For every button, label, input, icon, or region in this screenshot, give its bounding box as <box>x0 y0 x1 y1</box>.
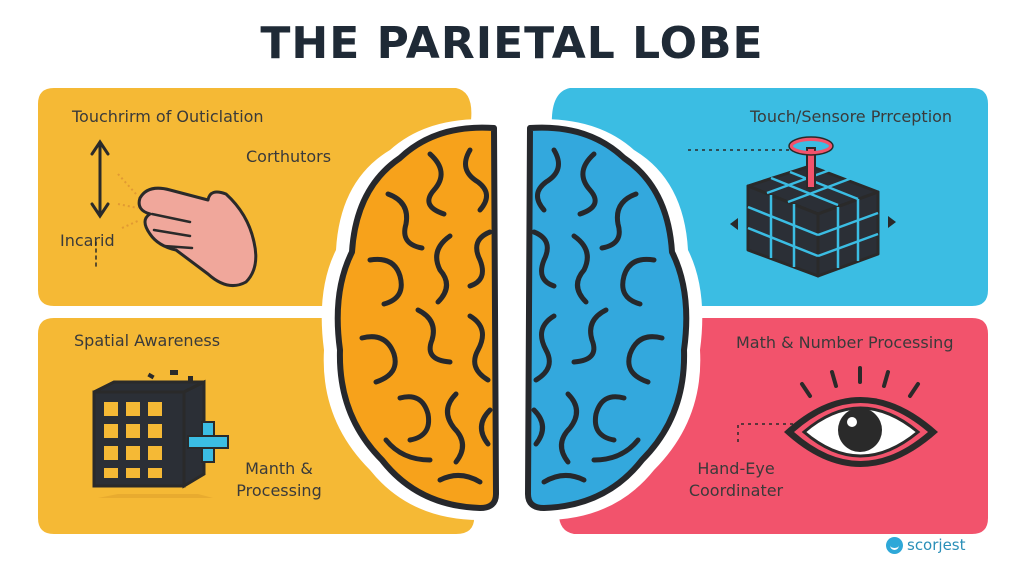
eye-icon <box>737 366 938 467</box>
panel-label-bottom: Incarid <box>60 231 115 250</box>
panel-heading: Spatial Awareness <box>74 331 221 350</box>
panel-label-line-1: Hand-Eye <box>697 459 775 478</box>
panel-label-line-2: Coordinater <box>688 480 784 500</box>
panel-heading: Touch/Sensore Prrception <box>750 107 953 126</box>
brand-logo: scorjest <box>886 536 966 554</box>
panel-label-right: Corthutors <box>246 147 332 166</box>
cube-button-icon <box>688 136 896 278</box>
hand-icon <box>90 139 258 288</box>
grid-cube-icon <box>92 370 229 498</box>
panel-heading: Touchrirm of Outiclation <box>72 107 264 126</box>
panel-heading: Math & Number Processing <box>736 333 954 352</box>
panel-label-line-2: Processing <box>236 480 322 500</box>
brand-logo-text: scorjest <box>907 536 966 554</box>
panel-label-line-1: Manth & <box>245 459 313 478</box>
page-title: THE PARIETAL LOBE <box>260 18 764 69</box>
panel-label: Hand-Eye Coordinater <box>670 458 802 501</box>
panel-label: Manth & Processing <box>224 458 334 501</box>
brain-icon <box>321 119 703 521</box>
smile-logo-icon <box>886 536 903 554</box>
